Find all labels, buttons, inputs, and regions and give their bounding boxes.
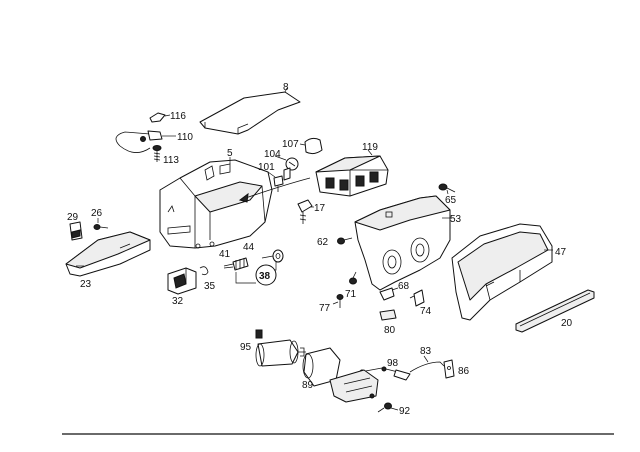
part-104-lock (274, 155, 299, 181)
label-23: 23 (80, 279, 92, 290)
label-86: 86 (458, 366, 470, 377)
part-41-bolt (223, 257, 249, 271)
label-26: 26 (91, 208, 103, 219)
part-62-screw (337, 237, 353, 245)
part-71-screw (349, 271, 357, 285)
part-113-screw (152, 145, 162, 162)
part-110-lamp-cable (115, 130, 176, 153)
part-95-actuator (255, 329, 306, 367)
label-68: 68 (398, 281, 410, 292)
part-35-clip (199, 266, 209, 276)
part-5-frame (159, 157, 273, 249)
label-104: 104 (264, 149, 281, 160)
part-101-bolt (267, 171, 284, 192)
label-38: 38 (259, 271, 271, 282)
part-44-nut (261, 249, 284, 263)
label-92: 92 (399, 406, 411, 417)
label-95: 95 (240, 342, 252, 353)
label-32: 32 (172, 296, 184, 307)
label-35: 35 (204, 281, 216, 292)
part-23-tray (65, 231, 151, 277)
label-74: 74 (420, 306, 432, 317)
label-83: 83 (420, 346, 432, 357)
label-119: 119 (362, 142, 378, 153)
label-80: 80 (384, 325, 396, 336)
part-92-screw (377, 402, 399, 413)
part-107-cap (299, 137, 323, 155)
part-65-screw (438, 183, 456, 195)
label-89: 89 (302, 380, 314, 391)
label-20: 20 (561, 318, 573, 329)
label-110: 110 (177, 132, 193, 143)
part-119-module (315, 149, 389, 197)
label-101: 101 (258, 162, 275, 173)
label-53: 53 (450, 214, 462, 225)
part-77-screw (332, 294, 344, 308)
label-41: 41 (219, 249, 231, 260)
part-17-pin (297, 199, 314, 224)
part-26-screw (93, 218, 109, 230)
label-71: 71 (345, 289, 357, 300)
assembly-arrow (238, 177, 311, 203)
label-116: 116 (170, 111, 186, 122)
label-62: 62 (317, 237, 329, 248)
part-20-trim (515, 289, 595, 333)
label-107: 107 (282, 139, 299, 150)
part-47-door (451, 223, 553, 321)
part-86-bracket (443, 359, 455, 379)
label-29: 29 (67, 212, 79, 223)
label-44: 44 (243, 242, 255, 253)
label-17: 17 (314, 203, 326, 214)
part-74-hinge (409, 289, 425, 307)
label-5: 5 (227, 148, 233, 159)
part-8-cover (199, 87, 301, 135)
label-98: 98 (387, 358, 399, 369)
part-89-motor (302, 347, 379, 403)
part-80-plate (379, 309, 397, 321)
part-116-clip (149, 112, 171, 123)
part-29-clip (69, 221, 83, 241)
part-38-set-callout (235, 262, 277, 286)
part-83-rod (409, 355, 445, 373)
label-65: 65 (445, 195, 457, 206)
part-68-bracket (379, 287, 399, 301)
label-47: 47 (555, 247, 567, 258)
label-77: 77 (319, 303, 331, 314)
label-113: 113 (163, 155, 179, 166)
part-53-panel (354, 195, 451, 291)
label-8: 8 (283, 82, 289, 93)
part-32-switch (167, 267, 197, 295)
